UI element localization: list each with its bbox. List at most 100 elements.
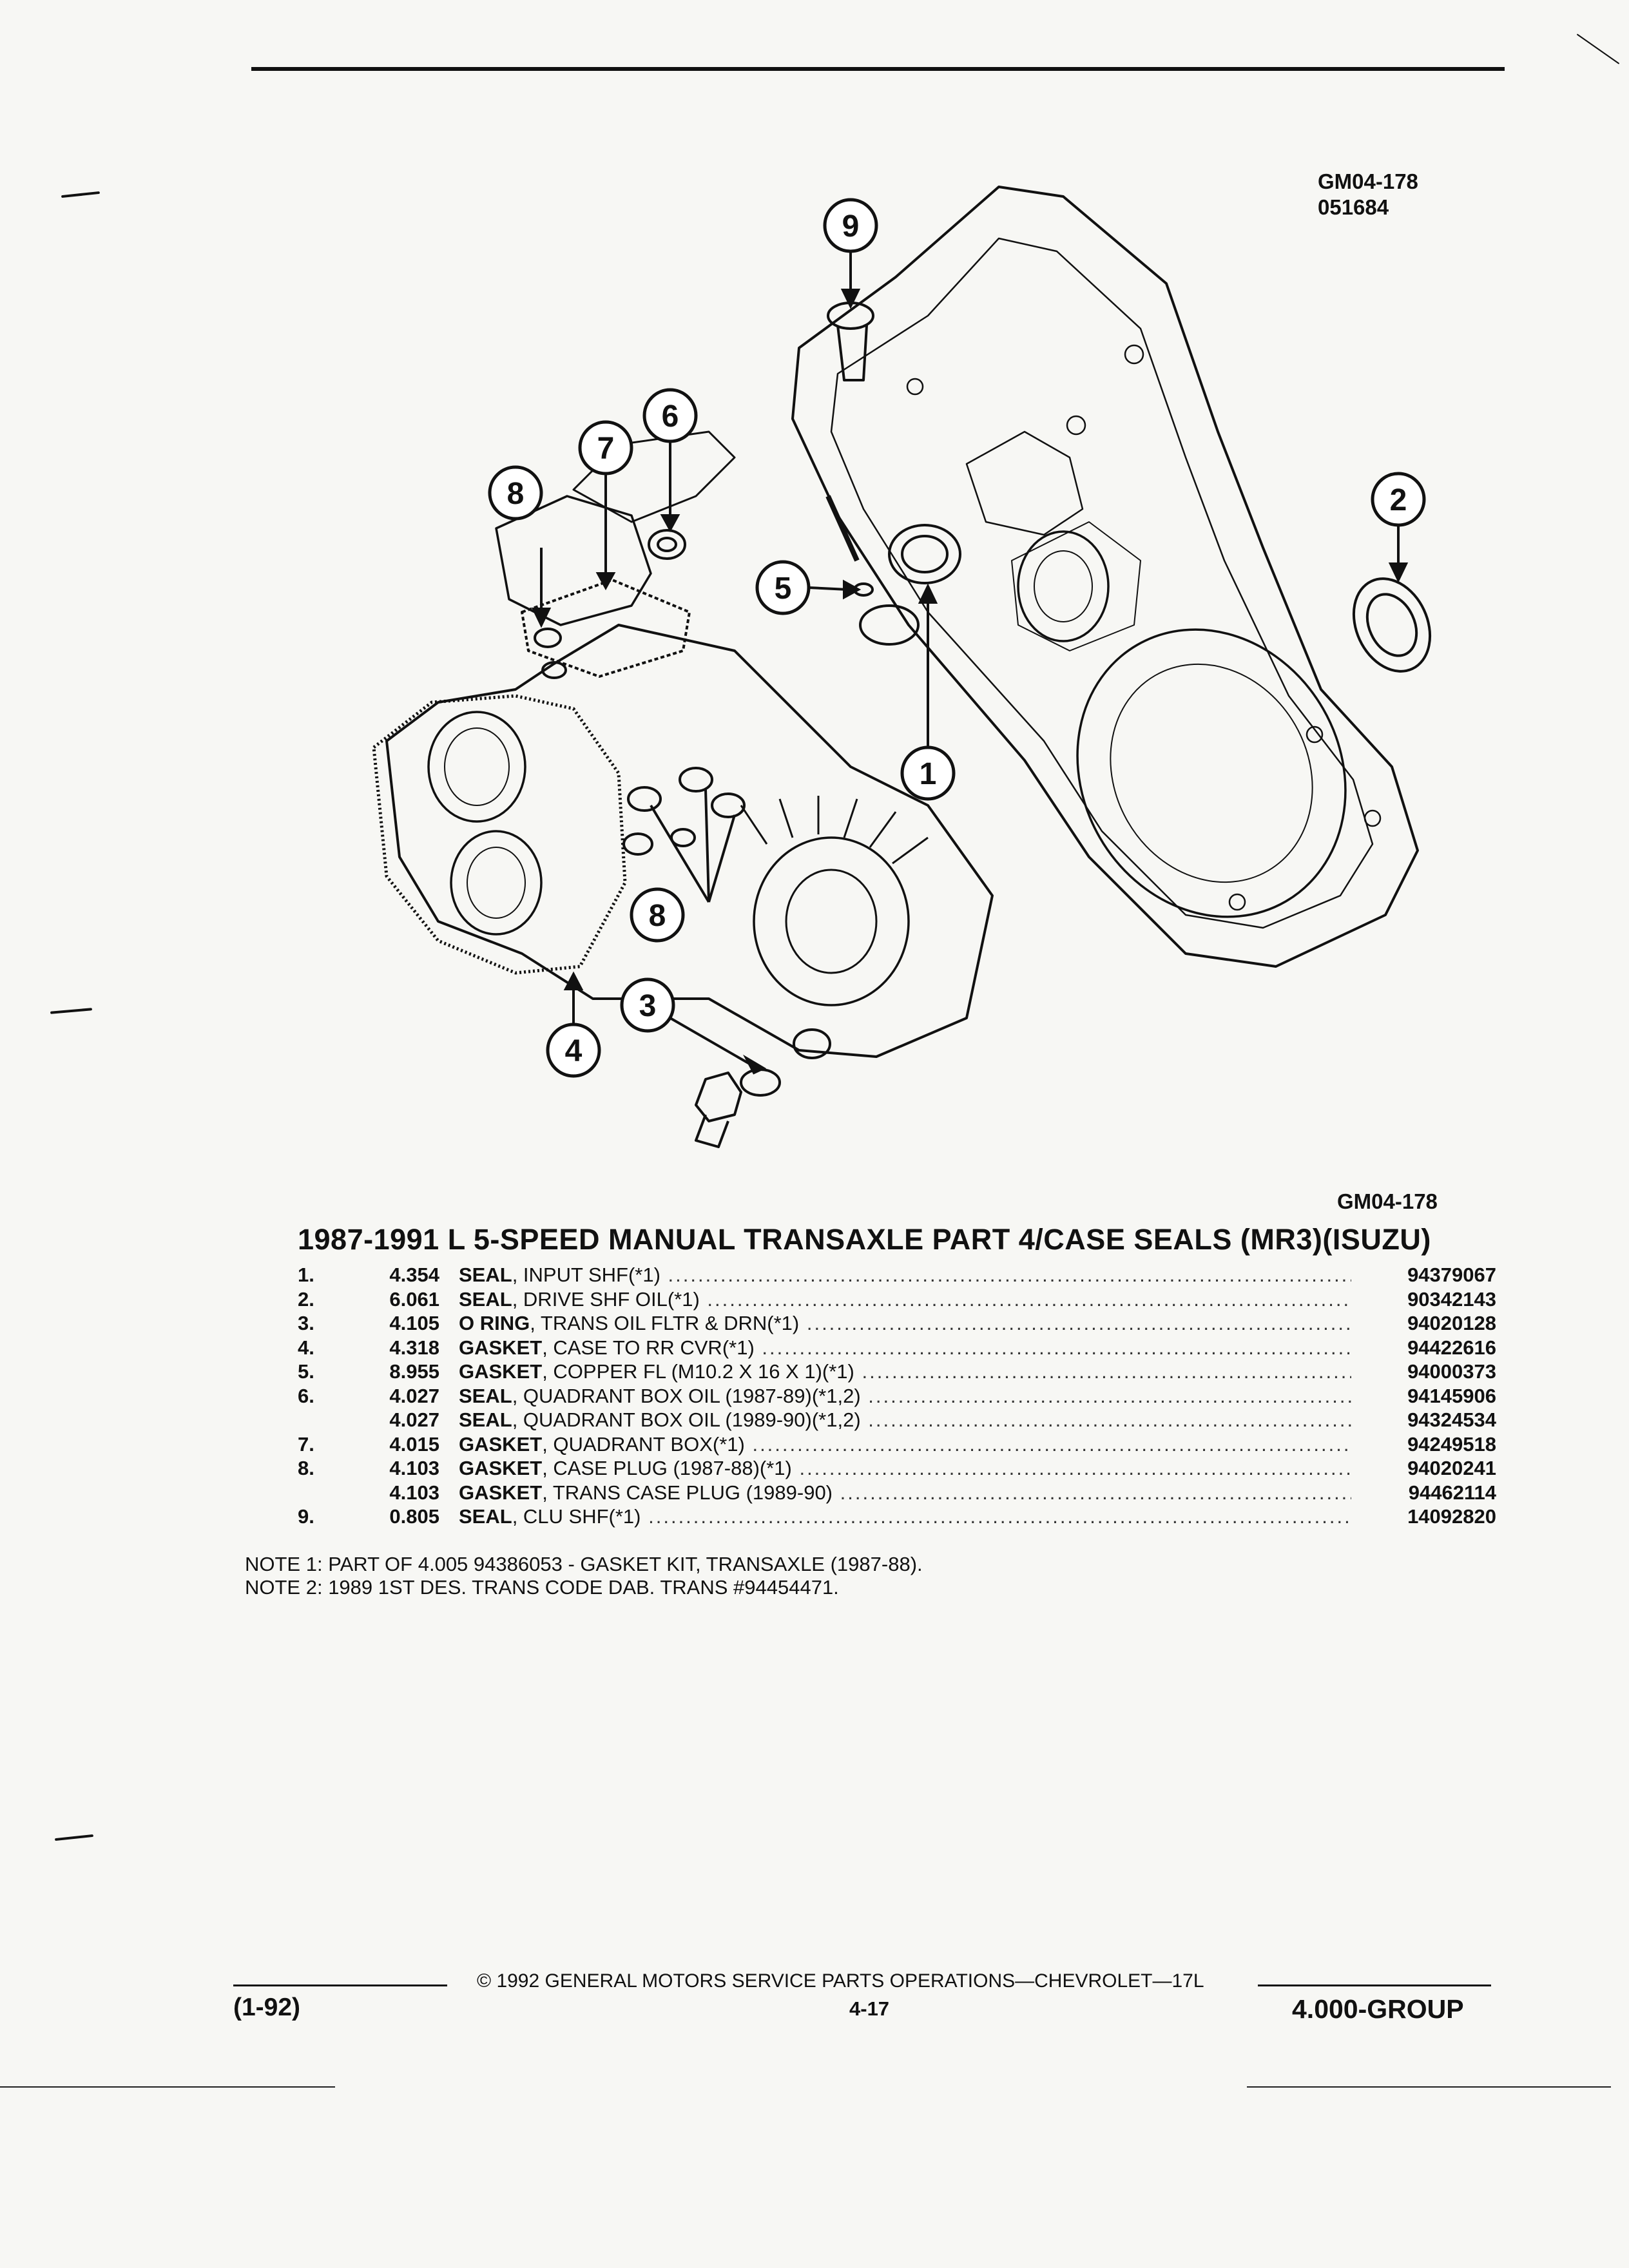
item-description: O RING, TRANS OIL FLTR & DRN(*1) .......…	[459, 1311, 1351, 1336]
item-name: GASKET	[459, 1432, 543, 1456]
margin-mark	[1576, 34, 1620, 64]
callout-6: 6	[642, 388, 698, 443]
svg-text:4: 4	[565, 1034, 583, 1068]
clutch-shaft-seal	[827, 302, 874, 381]
svg-text:6: 6	[662, 399, 679, 434]
ref-code-bottom: GM04-178	[1337, 1189, 1438, 1213]
svg-text:3: 3	[639, 989, 657, 1023]
callout-8-top: 8	[488, 465, 543, 521]
item-description: SEAL, DRIVE SHF OIL(*1) ................…	[459, 1287, 1351, 1312]
item-detail: , TRANS CASE PLUG (1989-90)	[542, 1481, 833, 1504]
transmission-case	[385, 624, 994, 1058]
case-to-rear-cover-gasket	[372, 694, 627, 975]
item-name: SEAL	[459, 1505, 512, 1528]
item-name: GASKET	[459, 1336, 543, 1359]
callout-8-bottom: 8	[630, 887, 685, 943]
bottom-rule	[1247, 2086, 1611, 2088]
callout-4: 4	[546, 1023, 601, 1078]
item-number: 2.	[298, 1287, 314, 1311]
item-description: GASKET, TRANS CASE PLUG (1989-90) ......…	[459, 1481, 1351, 1505]
footer-rule	[1258, 1984, 1491, 1986]
item-detail: , CLU SHF(*1)	[512, 1505, 641, 1528]
part-number: 94462114	[1408, 1481, 1496, 1504]
item-number: 8.	[298, 1457, 314, 1479]
item-code: 4.027	[389, 1384, 439, 1407]
leader-dots: ........................................…	[668, 1264, 1351, 1286]
item-number: 3.	[298, 1312, 314, 1334]
top-rule	[251, 67, 1505, 71]
leader-dots: ........................................…	[752, 1432, 1351, 1456]
item-description: GASKET, COPPER FL (M10.2 X 16 X 1)(*1) .…	[459, 1360, 1351, 1384]
drain-plug-o-ring	[695, 1068, 781, 1148]
item-number: 7.	[298, 1432, 314, 1456]
item-description: SEAL, INPUT SHF(*1) ....................…	[459, 1263, 1351, 1287]
note-2: NOTE 2: 1989 1ST DES. TRANS CODE DAB. TR…	[245, 1576, 839, 1599]
group-label: 4.000-GROUP	[1292, 1994, 1464, 2024]
bottom-rule	[0, 2086, 335, 2088]
part-number: 94000373	[1407, 1360, 1496, 1383]
callout-7: 7	[578, 420, 633, 476]
item-name: GASKET	[459, 1360, 543, 1383]
item-code: 4.318	[389, 1336, 439, 1359]
item-detail: , DRIVE SHF OIL(*1)	[512, 1287, 700, 1311]
item-code: 6.061	[389, 1287, 439, 1311]
drive-shaft-seal	[1352, 577, 1432, 673]
parts-row: 2. 6.061 SEAL, DRIVE SHF OIL(*1) .........…	[298, 1287, 1496, 1312]
item-name: GASKET	[459, 1481, 543, 1504]
revision-date: (1-92)	[233, 1994, 301, 2021]
callout-1: 1	[900, 745, 956, 801]
parts-row: 5. 8.955 GASKET, COPPER FL (M10.2 X 16 X 1…	[298, 1360, 1496, 1384]
item-detail: , TRANS OIL FLTR & DRN(*1)	[530, 1312, 800, 1334]
item-description: GASKET, QUADRANT BOX(*1) ...............…	[459, 1432, 1351, 1457]
part-number: 94249518	[1407, 1432, 1496, 1456]
svg-text:1: 1	[920, 757, 937, 791]
leader-dots: ........................................…	[862, 1360, 1351, 1383]
item-description: GASKET, CASE TO RR CVR(*1) .............…	[459, 1336, 1351, 1360]
item-description: SEAL, QUADRANT BOX OIL (1989-90)(*1,2) .…	[459, 1408, 1351, 1432]
svg-text:8: 8	[649, 899, 666, 933]
clutch-housing	[791, 186, 1419, 968]
leader-dots: ........................................…	[806, 1312, 1351, 1334]
ref-code-top: GM04-178	[1318, 169, 1418, 193]
item-number: 5.	[298, 1360, 314, 1383]
leader-dots: ........................................…	[868, 1408, 1351, 1431]
part-number: 94020241	[1407, 1457, 1496, 1479]
leader-dots: ........................................…	[762, 1336, 1351, 1359]
leader-dots: ........................................…	[840, 1481, 1351, 1504]
item-name: SEAL	[459, 1408, 512, 1431]
item-description: SEAL, CLU SHF(*1) ......................…	[459, 1504, 1351, 1529]
callout-2: 2	[1371, 472, 1426, 527]
parts-row: 7. 4.015 GASKET, QUADRANT BOX(*1) ........…	[298, 1432, 1496, 1457]
notes: NOTE 1: PART OF 4.005 94386053 - GASKET …	[245, 1553, 923, 1599]
svg-text:7: 7	[597, 432, 615, 466]
quadrant-box-oil-seal	[648, 529, 686, 560]
part-number: 94145906	[1407, 1384, 1496, 1407]
item-code: 8.955	[389, 1360, 439, 1383]
item-detail: , CASE TO RR CVR(*1)	[542, 1336, 755, 1359]
ref-serial: 051684	[1318, 195, 1389, 219]
item-number: 9.	[298, 1505, 314, 1528]
item-description: SEAL, QUADRANT BOX OIL (1987-89)(*1,2) .…	[459, 1384, 1351, 1408]
item-name: O RING	[459, 1312, 530, 1334]
leader-dots: ........................................…	[648, 1505, 1351, 1528]
svg-text:5: 5	[775, 572, 792, 606]
item-code: 4.103	[389, 1457, 439, 1479]
part-number: 94324534	[1407, 1408, 1496, 1431]
copyright: © 1992 GENERAL MOTORS SERVICE PARTS OPER…	[477, 1970, 1204, 1992]
item-name: SEAL	[459, 1287, 512, 1311]
quadrant-box-gasket	[521, 579, 691, 678]
section-title: 1987-1991 L 5-SPEED MANUAL TRANSAXLE PAR…	[298, 1223, 1431, 1256]
margin-mark	[54, 1834, 94, 1841]
item-code: 4.015	[389, 1432, 439, 1456]
callout-9: 9	[823, 198, 878, 253]
note-1: NOTE 1: PART OF 4.005 94386053 - GASKET …	[245, 1553, 923, 1575]
